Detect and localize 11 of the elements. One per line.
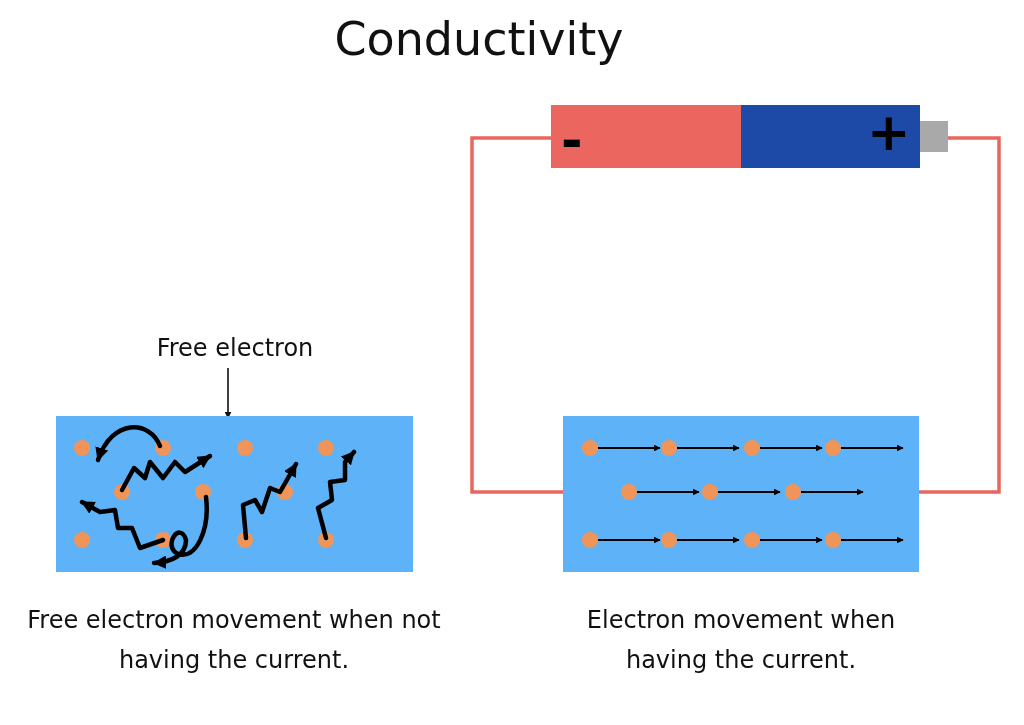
conductor-block — [56, 416, 413, 572]
conductor-block — [563, 416, 919, 572]
wire — [919, 136, 1001, 494]
title: Conductivity — [333, 12, 625, 66]
wire — [470, 136, 563, 494]
minus-sign: - — [561, 110, 583, 170]
plus-sign: + — [867, 102, 911, 162]
annotation-label: Free electron — [155, 334, 315, 362]
leader-line — [224, 367, 232, 419]
node-label: Electron movement when having the current. — [585, 605, 897, 676]
node-label: Free electron movement when not having the current. — [26, 605, 442, 676]
